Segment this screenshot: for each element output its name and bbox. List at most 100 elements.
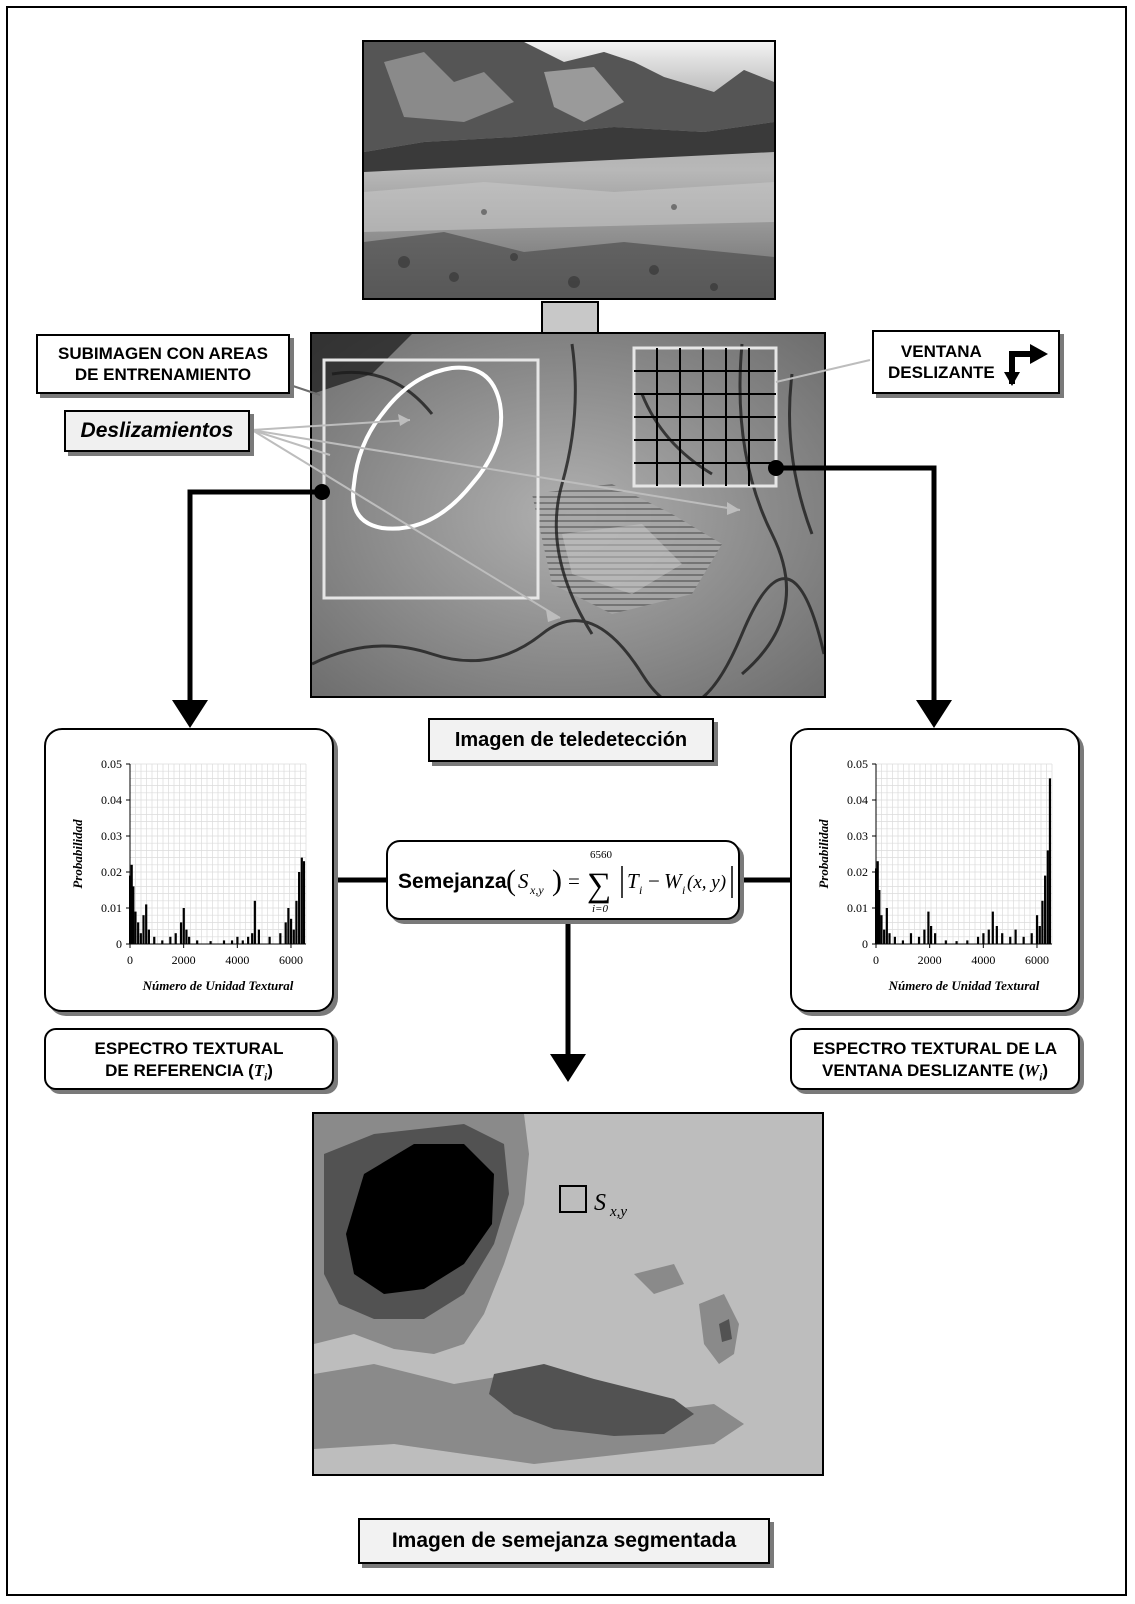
left-connector (172, 484, 330, 728)
y-tick-label: 0.04 (847, 793, 868, 807)
segmented-similarity-image: S x,y (312, 1112, 824, 1476)
window-spectrum-line1: ESPECTRO TEXTURAL DE LA (812, 1039, 1058, 1058)
spectrum-bar (287, 908, 290, 944)
spectrum-bar (1044, 875, 1047, 944)
subimagen-label: SUBIMAGEN CON AREAS DE ENTRENAMIENTO (36, 334, 290, 394)
y-tick-label: 0.02 (847, 865, 868, 879)
spectrum-bar (955, 941, 958, 944)
slide-direction-icon (1004, 344, 1048, 386)
spectrum-bar (1030, 933, 1033, 944)
formula-minus: − (648, 869, 660, 893)
similarity-formula: Semejanza ( S x,y ) = 6560 ∑ i=0 T i − W… (386, 840, 740, 920)
remote-sensing-graphic (312, 334, 824, 696)
spectrum-bar (230, 940, 234, 944)
y-tick-label: 0.03 (847, 829, 868, 843)
spectrum-bar (300, 857, 303, 944)
deslizamientos-label: Deslizamientos (64, 410, 250, 452)
spectrum-bar (130, 864, 133, 944)
spectrum-bar (1046, 850, 1049, 944)
y-tick-label: 0.05 (847, 757, 868, 771)
spectrum-bar (196, 940, 199, 944)
spectrum-bar (236, 936, 239, 944)
formula-lhs-sub: x,y (529, 883, 544, 897)
spectrum-bar (944, 940, 947, 944)
formula-open-paren: ( (506, 864, 516, 897)
formula-lhs-var: S (518, 869, 529, 893)
reference-spectrum-line1: ESPECTRO TEXTURAL (94, 1039, 284, 1058)
y-tick-label: 0.04 (101, 793, 122, 807)
formula-equals: = (568, 869, 580, 893)
spectrum-bar (982, 933, 985, 944)
formula-term-t-sub: i (639, 883, 642, 897)
spectrum-bar (179, 922, 183, 944)
x-tick-label: 2000 (918, 953, 942, 967)
spectrum-bar (923, 929, 926, 944)
spectrum-bar (185, 929, 188, 944)
spectrum-bar (1038, 926, 1041, 944)
spectrum-bar (991, 911, 994, 944)
spectrum-bar (142, 915, 145, 944)
spectrum-bar (289, 918, 293, 944)
spectrum-bar (169, 936, 172, 944)
spectrum-bar (1009, 936, 1012, 944)
x-tick-label: 2000 (172, 953, 196, 967)
y-tick-label: 0 (116, 937, 122, 951)
spectrum-bar (137, 922, 140, 944)
spectrum-bar (1048, 778, 1052, 944)
spectrum-bar (302, 861, 306, 944)
spectrum-bar (134, 911, 137, 944)
spectrum-bar (883, 929, 886, 944)
spectrum-bar (917, 936, 921, 944)
y-tick-label: 0.02 (101, 865, 122, 879)
spectrum-bar (253, 900, 256, 944)
formula-term-t: T (627, 869, 640, 893)
landscape-photo-graphic (364, 42, 774, 298)
spectrum-bar (161, 940, 164, 944)
y-tick-label: 0 (862, 937, 868, 951)
spectrum-bar (893, 936, 896, 944)
spectrum-bar (292, 929, 295, 944)
spectrum-bar (153, 936, 156, 944)
imagen-semejanza-label: Imagen de semejanza segmentada (358, 1518, 770, 1564)
sxy-label: S (594, 1190, 606, 1216)
spectrum-bar (909, 933, 913, 944)
x-tick-label: 4000 (971, 953, 995, 967)
imagen-teledeteccion-text: Imagen de teledetección (454, 728, 688, 751)
sxy-sub: x,y (609, 1204, 627, 1220)
y-tick-label: 0.01 (101, 901, 122, 915)
y-axis-label: Probabilidad (816, 819, 831, 889)
spectrum-bar (1022, 936, 1025, 944)
x-tick-label: 6000 (279, 953, 303, 967)
spectrum-bar (927, 911, 930, 944)
segmented-image-graphic: S x,y (314, 1114, 822, 1474)
spectrum-bar (966, 940, 969, 944)
y-tick-label: 0.05 (101, 757, 122, 771)
formula-args: (x, y) (687, 872, 726, 893)
spectrum-bar (257, 929, 260, 944)
spectrum-bar (1035, 915, 1039, 944)
reference-spectrum-label: ESPECTRO TEXTURAL DE REFERENCIA (Ti) (44, 1028, 334, 1090)
spectrum-bar (875, 868, 878, 944)
y-tick-label: 0.03 (101, 829, 122, 843)
spectrum-bar (182, 908, 185, 944)
reference-spectrum-line2: DE REFERENCIA (Ti) (105, 1061, 273, 1084)
right-connector (768, 460, 952, 728)
spectrum-bar (147, 929, 150, 944)
spectrum-bar (878, 890, 881, 944)
spectrum-bar (298, 872, 301, 944)
spectrum-bar (934, 933, 937, 944)
spectrum-bar (145, 904, 148, 944)
spectrum-bar (880, 915, 883, 944)
remote-sensing-image (310, 332, 826, 698)
deslizamientos-text: Deslizamientos (80, 419, 234, 442)
x-tick-label: 4000 (225, 953, 249, 967)
spectrum-bar (132, 886, 135, 944)
landscape-photo (362, 40, 776, 300)
spectrum-bar (129, 875, 132, 944)
spectrum-bar (174, 933, 177, 944)
y-tick-label: 0.01 (847, 901, 868, 915)
x-axis-label: Número de Unidad Textural (142, 978, 294, 993)
window-spectrum-line2: VENTANA DESLIZANTE (Wi) (822, 1061, 1048, 1084)
spectrum-bar (268, 936, 271, 944)
